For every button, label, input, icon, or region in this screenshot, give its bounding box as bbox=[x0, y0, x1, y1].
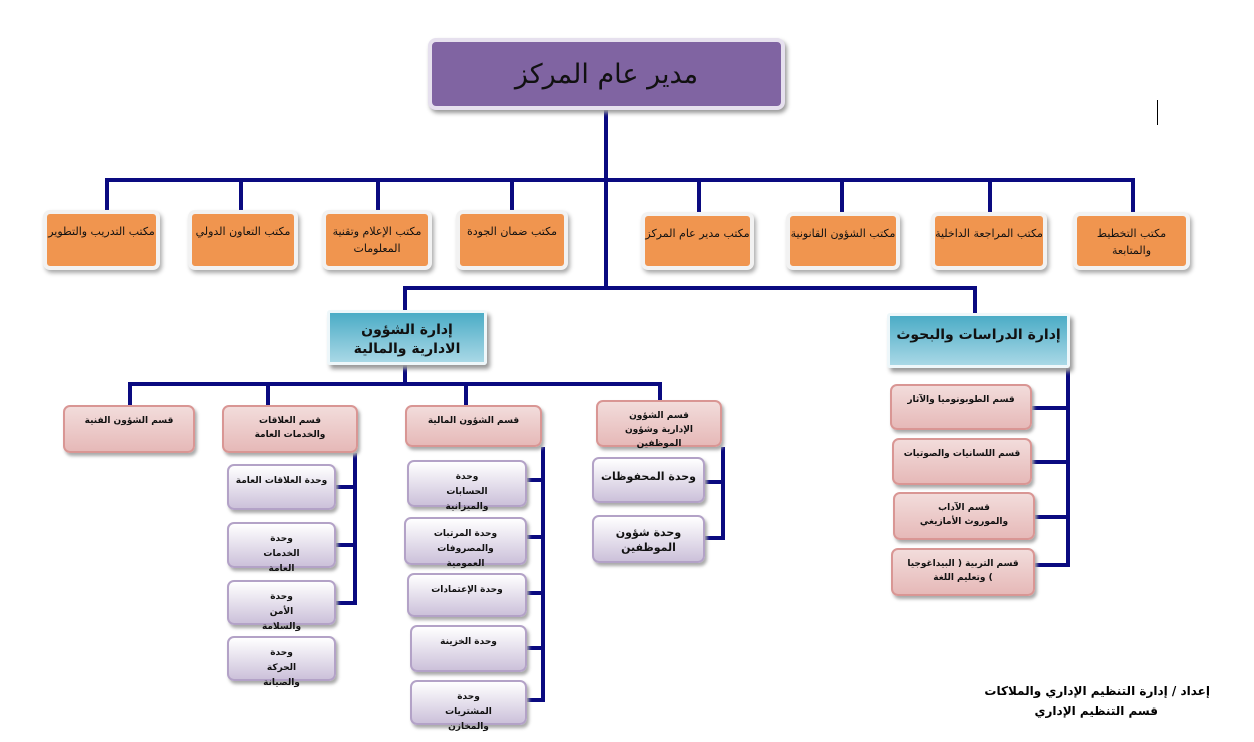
unit-public-relations[interactable]: وحدة العلاقات العامة bbox=[227, 464, 336, 510]
office-training[interactable]: مكتب التدريب والتطوير bbox=[43, 210, 160, 270]
connector bbox=[105, 178, 1135, 182]
office-audit[interactable]: مكتب المراجعة الداخلية bbox=[931, 212, 1047, 270]
connector bbox=[1032, 406, 1068, 410]
unit-archives[interactable]: وحدة المحفوظات bbox=[592, 457, 705, 503]
connector bbox=[266, 382, 270, 405]
connector bbox=[1032, 460, 1068, 464]
section-finance[interactable]: قسم الشؤون المالية bbox=[405, 405, 542, 447]
director-box[interactable]: مدير عام المركز bbox=[428, 38, 785, 110]
connector bbox=[527, 478, 543, 482]
connector bbox=[353, 453, 357, 605]
connector bbox=[403, 286, 977, 290]
connector bbox=[1066, 368, 1070, 567]
office-quality[interactable]: مكتب ضمان الجودة bbox=[456, 210, 568, 270]
connector bbox=[658, 382, 662, 400]
connector bbox=[721, 447, 725, 540]
office-international[interactable]: مكتب التعاون الدولي bbox=[188, 210, 298, 270]
section-hr[interactable]: قسم الشؤون الإدارية وشؤون الموظفين bbox=[596, 400, 722, 449]
connector bbox=[464, 382, 468, 405]
connector bbox=[239, 178, 243, 212]
connector bbox=[376, 178, 380, 212]
dept-admin-finance[interactable]: إدارة الشؤون الادارية والمالية bbox=[327, 310, 487, 365]
office-planning[interactable]: مكتب التخطيط والمتابعة bbox=[1073, 212, 1190, 270]
unit-security[interactable]: وحدة الأمن والسلامة bbox=[227, 580, 336, 632]
connector bbox=[336, 543, 356, 547]
office-legal[interactable]: مكتب الشؤون القانونية bbox=[786, 212, 900, 270]
connector bbox=[541, 447, 545, 702]
connector bbox=[105, 178, 109, 212]
office-director[interactable]: مكتب مدير عام المركز bbox=[641, 212, 754, 270]
unit-salaries[interactable]: وحدة المرتبات والمصروفات العمومية bbox=[404, 517, 527, 569]
connector bbox=[527, 698, 543, 702]
connector bbox=[336, 601, 356, 605]
unit-maintenance[interactable]: وحدة الحركة والصيانة bbox=[227, 636, 336, 688]
unit-public-services[interactable]: وحدة الخدمات العامة bbox=[227, 522, 336, 574]
dept-studies-research[interactable]: إدارة الدراسات والبحوث bbox=[887, 313, 1070, 368]
connector bbox=[988, 178, 992, 212]
connector bbox=[697, 178, 701, 212]
connector bbox=[403, 286, 407, 310]
connector bbox=[403, 365, 407, 385]
connector bbox=[527, 535, 543, 539]
unit-treasury[interactable]: وحدة الخزينة bbox=[410, 625, 527, 672]
connector bbox=[705, 480, 723, 484]
section-technical[interactable]: قسم الشؤون الفنية bbox=[63, 405, 195, 453]
connector bbox=[128, 382, 132, 405]
section-toponymy[interactable]: قسم الطوبونوميا والآثار bbox=[890, 384, 1032, 430]
connector bbox=[527, 646, 543, 650]
footer-section: قسم التنظيم الإداري bbox=[1034, 704, 1158, 718]
connector bbox=[1032, 515, 1068, 519]
section-literature[interactable]: قسم الآداب والموروث الأمازيغي bbox=[893, 492, 1035, 540]
footer-prepared-by: إعداد / إدارة التنظيم الإداري والملاكات bbox=[984, 684, 1210, 698]
connector bbox=[527, 591, 543, 595]
section-linguistics[interactable]: قسم اللسانيات والصوتيات bbox=[892, 438, 1032, 485]
section-relations[interactable]: قسم العلاقات والخدمات العامة bbox=[222, 405, 358, 453]
connector bbox=[1131, 178, 1135, 212]
connector bbox=[1032, 563, 1068, 567]
unit-credits[interactable]: وحدة الإعتمادات bbox=[407, 573, 527, 617]
connector bbox=[510, 178, 514, 212]
section-education[interactable]: قسم التربية ( البيداغوجيا ) وتعليم اللغة bbox=[891, 548, 1035, 596]
connector bbox=[973, 286, 977, 313]
unit-procurement[interactable]: وحدة المشتريات والمخازن bbox=[410, 680, 527, 732]
connector bbox=[705, 536, 723, 540]
connector bbox=[336, 485, 356, 489]
connector bbox=[604, 110, 608, 290]
unit-accounts[interactable]: وحدة الحسابات والميزانية bbox=[407, 460, 527, 512]
connector bbox=[840, 178, 844, 212]
unit-personnel[interactable]: وحدة شؤون الموظفين bbox=[592, 515, 705, 563]
text-cursor bbox=[1157, 100, 1158, 125]
office-media-it[interactable]: مكتب الإعلام وتقنية المعلومات bbox=[322, 210, 432, 270]
connector bbox=[128, 382, 662, 386]
